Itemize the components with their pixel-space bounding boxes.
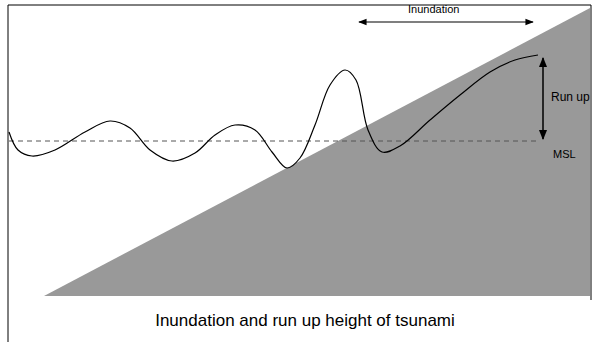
frame-line xyxy=(8,5,591,6)
tsunami-wave xyxy=(9,55,538,168)
frame-line xyxy=(8,5,9,342)
msl-label: MSL xyxy=(553,148,576,160)
inundation-label: Inundation xyxy=(408,3,459,15)
figure-caption: Inundation and run up height of tsunami xyxy=(155,312,455,331)
runup-arrow xyxy=(542,58,544,139)
runup-label: Run up xyxy=(551,91,590,104)
msl-line xyxy=(9,141,540,142)
shore-slope xyxy=(44,8,590,296)
frame-line xyxy=(591,5,592,300)
inundation-arrow xyxy=(359,21,533,22)
